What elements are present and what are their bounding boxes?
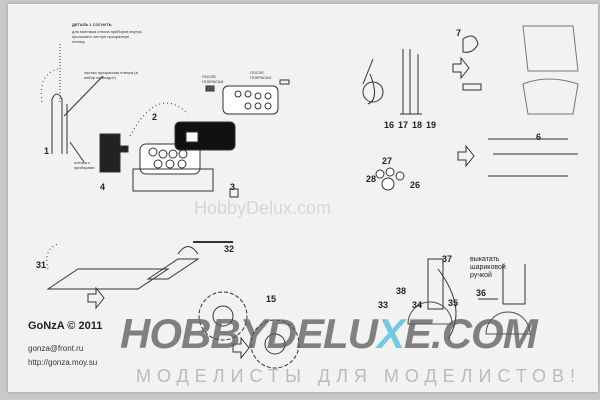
part-number: 38 [396, 286, 407, 296]
wheel-well-parts [522, 25, 579, 115]
author-credit: GoNzA © 2011 [28, 320, 103, 332]
part-number: 1 [44, 146, 50, 156]
watermark-slogan: МОДЕЛИСТЫ ДЛЯ МОДЕЛИСТОВ! [136, 366, 582, 386]
part-number: 16 [384, 120, 395, 130]
part-number: 19 [426, 120, 437, 130]
wheel-15a [198, 291, 248, 341]
watermark-url: HobbyDelux.com [194, 198, 332, 218]
part-number: 37 [442, 254, 453, 264]
note-after-paint-2: ПОСЛЕ ПОКРАСКИ [250, 70, 272, 80]
instruction-sheet: ДЕТАЛЬ 1 СОГНУТЬ для монтажа стекла приб… [8, 4, 598, 392]
part-number: 4 [100, 182, 106, 192]
part-number: 27 [382, 156, 393, 166]
part-number: 26 [410, 180, 421, 190]
note-clear-film: чистая прозрачная пленка (в набор не вхо… [84, 70, 138, 80]
part-number: 36 [476, 288, 487, 298]
assembly-drawings [40, 25, 579, 369]
part-31 [46, 268, 170, 290]
note-bend-title: ДЕТАЛЬ 1 СОГНУТЬ [72, 22, 112, 27]
black-panel [174, 121, 236, 151]
part-number: 33 [378, 300, 389, 310]
part-number: 35 [448, 298, 459, 308]
part-number: 15 [266, 294, 277, 304]
part-number: 17 [398, 120, 409, 130]
instrument-film-part [99, 133, 129, 173]
part-number: 32 [224, 244, 235, 254]
part-number: 28 [366, 174, 377, 184]
part-number: 2 [152, 112, 158, 122]
wheel-15b [250, 319, 300, 369]
part-1-bent-strip [51, 93, 63, 154]
part-number: 18 [412, 120, 423, 130]
part-number: 34 [412, 300, 423, 310]
part-number: 7 [456, 28, 462, 38]
part-number: 6 [536, 132, 542, 142]
author-url[interactable]: http://gonza.moy.su [28, 358, 98, 367]
part-number: 31 [36, 260, 47, 270]
note-film-instruments: пленка с приборами [74, 160, 95, 170]
watermark-logo: HOBBYDELUXE.COM [120, 310, 538, 357]
part-number: 3 [230, 182, 236, 192]
note-bend-desc: для монтажа стекла приборов внутрь проло… [72, 29, 142, 44]
note-roll-out: выкатать шариковой ручкой [470, 256, 506, 279]
author-email[interactable]: gonza@front.ru [28, 344, 84, 353]
note-after-paint-1: ПОСЛЕ ПОКРАСКИ [202, 74, 224, 84]
